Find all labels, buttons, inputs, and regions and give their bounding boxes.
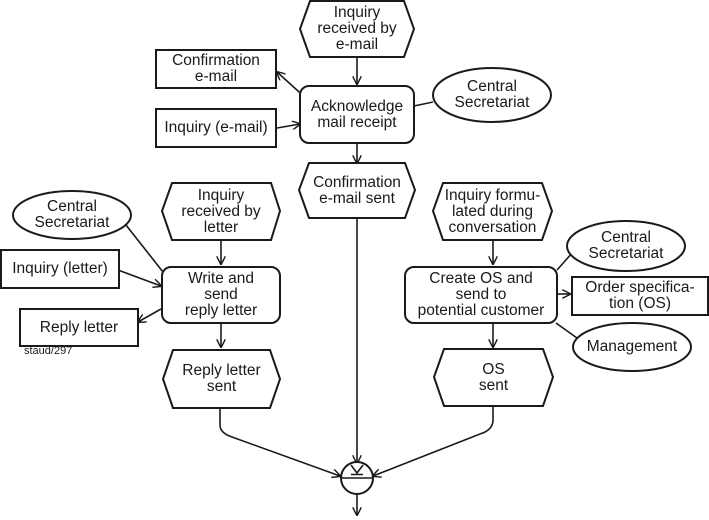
edge-secretariat-to-write <box>125 224 164 273</box>
edge-secretariat-to-acknowledge <box>413 101 434 107</box>
edge-inquiry-email-doc-to-acknowledge <box>276 124 300 128</box>
org-label-management: Management <box>586 338 678 355</box>
event-label-inquiry-conversation: Inquiry formu- lated during conversation <box>444 186 541 236</box>
info-inquiry-email[interactable] <box>155 108 277 148</box>
event-label-inquiry-letter: Inquiry received by letter <box>181 186 261 236</box>
org-central-secretariat-2[interactable] <box>12 190 132 240</box>
function-label-acknowledge: Acknowledge mail receipt <box>310 97 404 131</box>
event-inquiry-received-by-letter[interactable] <box>160 182 282 241</box>
edge-write-to-reply-letter <box>138 308 162 322</box>
info-label-inquiry-email: Inquiry (e-mail) <box>164 119 268 136</box>
org-label-central-secretariat-2: Central Secretariat <box>34 198 110 231</box>
org-label-central-secretariat-1: Central Secretariat <box>454 78 530 111</box>
event-reply-letter-sent[interactable] <box>161 349 282 409</box>
info-confirmation-email[interactable] <box>155 49 277 89</box>
info-inquiry-letter[interactable] <box>0 249 120 289</box>
event-confirmation-email-sent[interactable] <box>297 162 417 219</box>
figure-caption: staud/297 <box>24 345 73 357</box>
event-inquiry-received-by-email[interactable] <box>298 0 416 58</box>
event-os-sent[interactable] <box>432 348 555 407</box>
xor-symbol-icon <box>350 464 364 476</box>
function-create-os[interactable] <box>404 266 558 324</box>
event-inquiry-formulated-during-conversation[interactable] <box>431 182 554 241</box>
function-label-create-os: Create OS and send to potential customer <box>417 270 545 319</box>
org-label-central-secretariat-3: Central Secretariat <box>588 229 664 262</box>
info-label-inquiry-letter: Inquiry (letter) <box>12 260 108 277</box>
edge-reply-letter-sent-to-xor <box>219 408 340 476</box>
function-acknowledge-mail-receipt[interactable] <box>299 85 415 144</box>
event-label-reply-letter-sent: Reply letter sent <box>182 362 261 395</box>
event-label-inquiry-email: Inquiry received by e-mail <box>317 4 397 53</box>
edge-os-sent-to-xor <box>373 406 494 476</box>
event-label-os-sent: OS sent <box>478 360 509 394</box>
info-label-reply-letter: Reply letter <box>39 318 119 336</box>
org-management[interactable] <box>572 322 692 372</box>
function-write-send-reply-letter[interactable] <box>161 266 281 324</box>
edge-inquiry-letter-doc-to-write <box>117 269 161 286</box>
event-label-confirmation-sent: Confirmation e-mail sent <box>313 173 401 207</box>
org-central-secretariat-1[interactable] <box>432 67 552 123</box>
info-reply-letter[interactable] <box>19 308 139 347</box>
edge-management-to-create <box>555 322 578 339</box>
info-order-specification[interactable] <box>571 276 709 316</box>
info-label-order-spec: Order specifica- tion (OS) <box>585 279 695 312</box>
xor-connector[interactable] <box>340 461 374 495</box>
function-label-write-reply: Write and send reply letter <box>184 270 258 319</box>
org-central-secretariat-3[interactable] <box>566 220 686 272</box>
info-label-confirmation-email: Confirmation e-mail <box>172 52 260 85</box>
